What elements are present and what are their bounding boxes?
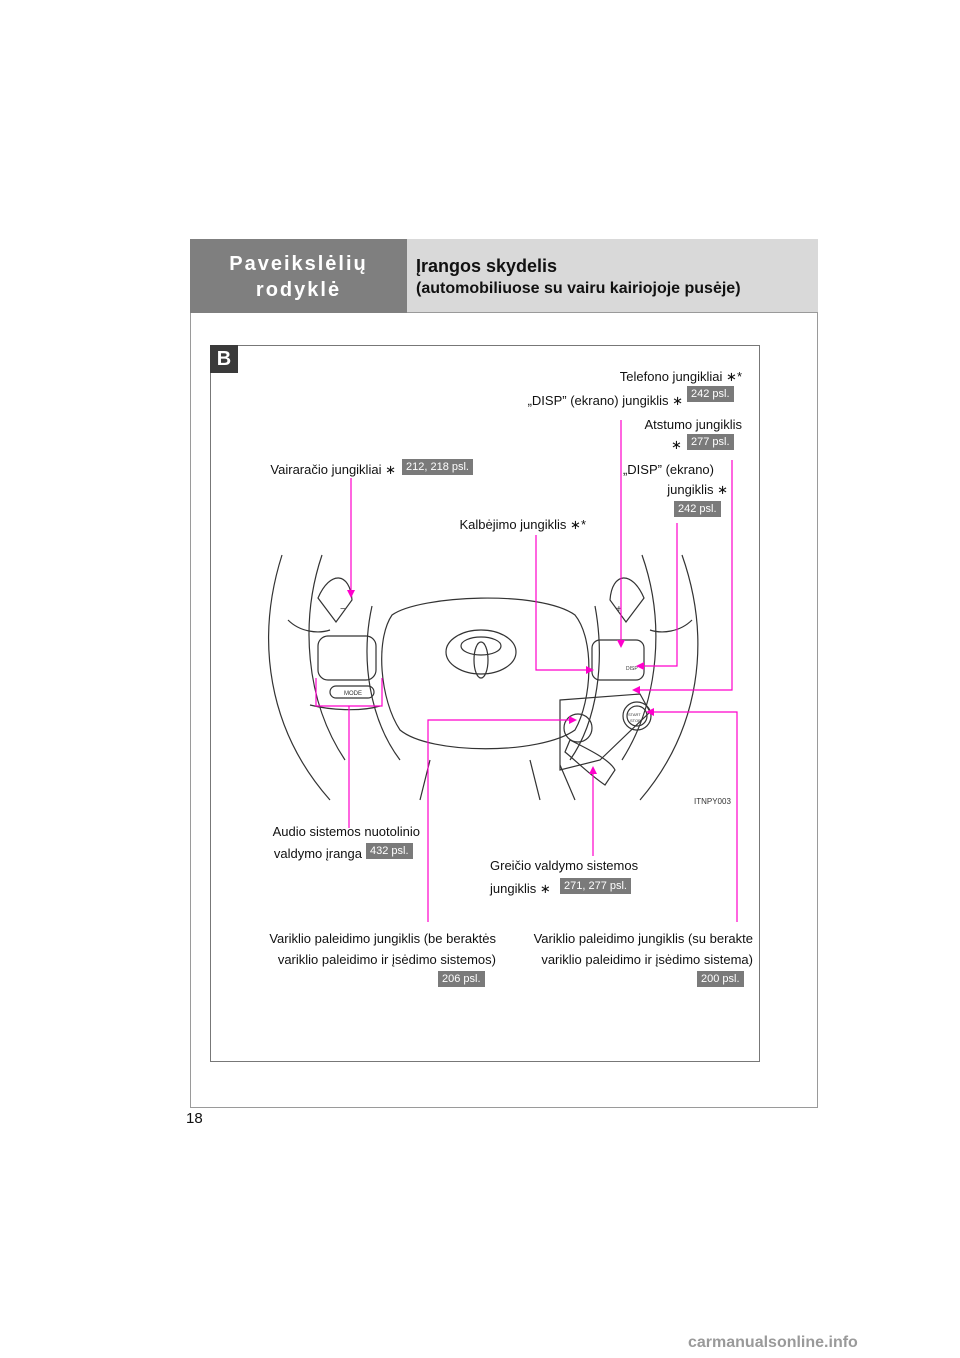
label-disp-right-line1: „DISP” (ekrano) <box>622 462 714 477</box>
disp-button-mark: DISP <box>626 666 638 672</box>
leader-audio <box>315 678 383 828</box>
ref-disp-top[interactable]: 242 psl. <box>687 386 734 402</box>
label-cruise-line1: Greičio valdymo sistemos <box>490 858 639 873</box>
toyota-logo <box>445 629 517 675</box>
label-phone-mark: ∗* <box>726 369 742 384</box>
page-title: Įrangos skydelis <box>416 256 558 276</box>
ref-engine-no-key[interactable]: 206 psl. <box>438 971 485 987</box>
ref-engine-key[interactable]: 200 psl. <box>697 971 744 987</box>
label-engine-no-key-line1: Variklio paleidimo jungiklis (be beraktė… <box>269 931 496 946</box>
leader-engine-no-key <box>427 719 573 922</box>
label-paddle-text: Vairaračio jungikliai <box>270 462 382 477</box>
cruise-lever <box>564 739 616 786</box>
start-stop-button <box>622 701 652 731</box>
label-engine-key-line1: Variklio paleidimo jungiklis (su berakte <box>533 931 753 946</box>
wheel-rim-inner <box>308 554 346 761</box>
label-talk-text: Kalbėjimo jungiklis <box>459 517 567 532</box>
label-disp-top-text: „DISP” (ekrano) jungiklis <box>527 393 669 408</box>
key-ignition <box>563 713 593 743</box>
label-distance-mark: ∗ <box>671 437 682 452</box>
watermark: carmanualsonline.info <box>688 1334 858 1351</box>
section-tab-line1: Paveikslėlių <box>229 253 368 275</box>
leader-distance <box>636 460 733 691</box>
label-disp-top: „DISP” (ekrano) jungiklis ∗ <box>528 392 683 409</box>
ref-paddle[interactable]: 212, 218 psl. <box>402 459 473 475</box>
label-distance: Atstumo jungiklis <box>644 416 742 433</box>
paddle-right <box>609 577 645 624</box>
label-phone-switches: Telefono jungikliai ∗* <box>620 368 742 385</box>
label-disp-top-mark: ∗ <box>672 393 683 408</box>
wheel-rim-outer-right <box>639 554 699 801</box>
wheel-rim-outer <box>268 554 331 801</box>
label-engine-no-key-line2: variklio paleidimo ir įsėdimo sistemos) <box>277 952 496 967</box>
page-subtitle: (automobiliuose su vairu kairiojoje pusė… <box>416 280 741 297</box>
figure-box <box>210 345 760 1062</box>
section-tab-line2: rodyklė <box>255 279 342 301</box>
label-talk-mark: ∗* <box>570 517 586 532</box>
mode-button-mark: MODE <box>344 691 362 697</box>
label-audio-line1: Audio sistemos nuotolinio <box>272 824 420 839</box>
label-paddle: Vairaračio jungikliai ∗ <box>270 461 396 478</box>
start-mark: START <box>628 712 641 717</box>
label-disp-right-mark: ∗ <box>717 482 728 497</box>
label-distance-text: Atstumo jungiklis <box>644 417 742 432</box>
leader-talk <box>535 535 590 671</box>
label-cruise-text: jungiklis <box>490 881 537 896</box>
label-audio-line2: valdymo įranga <box>273 846 362 861</box>
paddle-left <box>317 577 353 624</box>
label-cruise-mark: ∗ <box>539 881 551 896</box>
paddle-minus-mark: − <box>340 604 346 615</box>
stop-mark: STOP <box>630 718 641 723</box>
paddle-plus-mark: + <box>616 604 622 615</box>
section-badge: B <box>210 345 238 373</box>
ref-cruise[interactable]: 271, 277 psl. <box>560 878 631 894</box>
label-disp-right-text: jungiklis <box>667 482 714 497</box>
ref-distance[interactable]: 277 psl. <box>687 434 734 450</box>
label-talk: Kalbėjimo jungiklis ∗* <box>459 516 586 533</box>
label-phone-text: Telefono jungikliai <box>619 369 723 384</box>
image-code: ITNPY003 <box>694 797 731 806</box>
leader-disp-right <box>640 523 678 667</box>
audio-switch-cluster <box>317 635 377 681</box>
label-cruise-line2: jungiklis ∗ <box>490 880 551 897</box>
leader-engine-key <box>650 711 738 922</box>
wheel-hub <box>381 597 590 750</box>
label-paddle-mark: ∗ <box>385 462 396 477</box>
label-engine-key-line2: variklio paleidimo ir įsėdimo sistema) <box>541 952 753 967</box>
ref-audio[interactable]: 432 psl. <box>366 843 413 859</box>
label-disp-right-line2: jungiklis ∗ <box>667 481 728 498</box>
page-number: 18 <box>186 1110 203 1127</box>
wheel-rim-inner-right <box>621 554 657 761</box>
section-tab[interactable]: Paveikslėlių rodyklė <box>190 239 407 313</box>
ref-disp-right[interactable]: 242 psl. <box>674 501 721 517</box>
